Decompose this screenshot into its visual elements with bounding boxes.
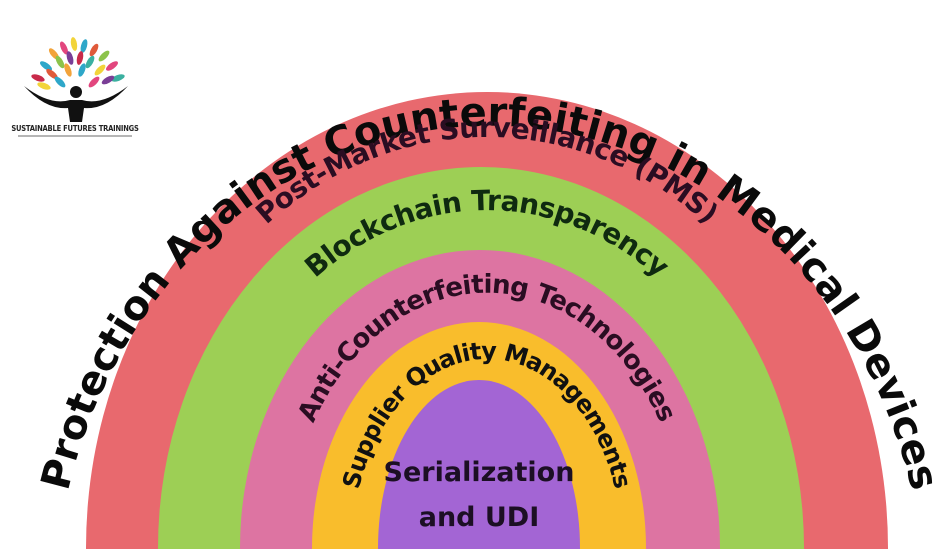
logo: SUSTAINABLE FUTURES TRAININGS xyxy=(10,30,140,142)
tree-person-icon xyxy=(24,37,128,122)
logo-tagline xyxy=(18,135,132,137)
center-label-line2: and UDI xyxy=(419,502,540,533)
center-label-line1: Serialization xyxy=(384,457,575,488)
center-serialization-udi xyxy=(378,380,580,549)
logo-name: SUSTAINABLE FUTURES TRAININGS xyxy=(11,124,139,133)
